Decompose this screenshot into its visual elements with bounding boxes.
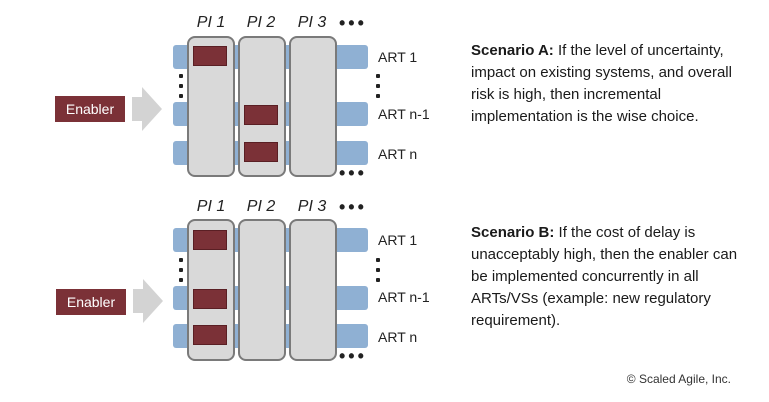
art-label-n: ART n	[378, 329, 418, 345]
enabler-box	[193, 46, 227, 66]
art-label-n-1: ART n-1	[378, 289, 430, 305]
enabler-box	[193, 230, 227, 250]
vertical-dots	[376, 74, 382, 104]
art-label-1: ART 1	[378, 232, 418, 248]
enabler-label: Enabler	[55, 96, 125, 122]
arrow-icon	[132, 97, 142, 121]
pi-label-3: PI 3	[297, 14, 327, 31]
copyright-notice: © Scaled Agile, Inc.	[626, 372, 731, 386]
art-label-n-1: ART n-1	[378, 106, 430, 122]
pi-label-2: PI 2	[246, 14, 276, 31]
enabler-label: Enabler	[56, 289, 126, 315]
horizontal-dots: •••	[339, 13, 367, 33]
enabler-box	[193, 325, 227, 345]
pi-column	[289, 219, 337, 361]
enabler-box	[244, 142, 278, 162]
scenario-a-title: Scenario A:	[471, 42, 554, 59]
arrow-icon	[133, 289, 143, 313]
horizontal-dots: •••	[339, 197, 367, 217]
diagram-area: PI 1 PI 2 PI 3 ••• ••• ART 1 ART n-1 ART…	[55, 13, 430, 366]
enabler-box	[244, 105, 278, 125]
horizontal-dots: •••	[339, 163, 367, 183]
pi-column	[238, 219, 286, 361]
art-label-1: ART 1	[378, 49, 418, 65]
vertical-dots	[179, 258, 185, 288]
arrow-head-icon	[142, 87, 162, 131]
arrow-head-icon	[143, 279, 163, 323]
scenario-b-text: Scenario B: If the cost of delay is unac…	[471, 222, 756, 332]
scenario-b-title: Scenario B:	[471, 224, 555, 241]
pi-label-1: PI 1	[196, 198, 226, 215]
pi-label-2: PI 2	[246, 198, 276, 215]
horizontal-dots: •••	[339, 346, 367, 366]
enabler-box	[193, 289, 227, 309]
pi-label-1: PI 1	[196, 14, 226, 31]
pi-column	[289, 36, 337, 177]
scenario-a-body: If the level of uncertainty, impact on e…	[471, 42, 732, 125]
pi-label-3: PI 3	[297, 198, 327, 215]
scenario-a-text: Scenario A: If the level of uncertainty,…	[471, 40, 756, 128]
vertical-dots	[376, 258, 382, 288]
vertical-dots	[179, 74, 185, 104]
art-label-n: ART n	[378, 146, 418, 162]
scenario-b-body: If the cost of delay is unacceptably hig…	[471, 224, 738, 329]
